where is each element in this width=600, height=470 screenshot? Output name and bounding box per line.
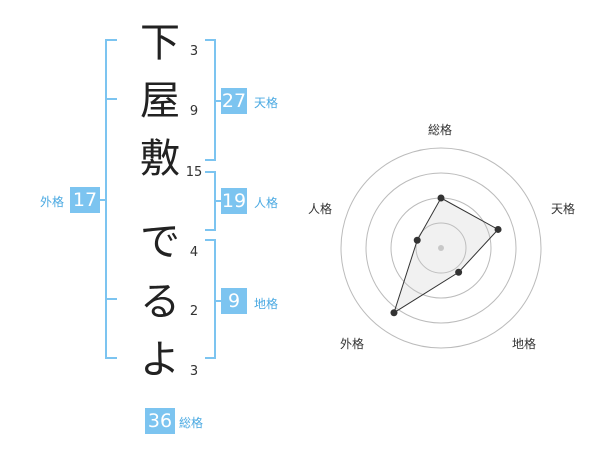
stroke-count-5: 2 [189,304,199,319]
radar-data-point [413,236,421,244]
jinkaku-label: 人格 [254,196,279,210]
gaikaku-label: 外格 [40,195,65,209]
radar-data-point [494,225,502,233]
name-char-3: 敷 [140,136,180,182]
stroke-count-3: 15 [185,165,203,180]
name-char-4: で [140,219,180,265]
radar-center-point [438,245,444,251]
radar-data-point [390,309,398,317]
name-char-2: 屋 [140,78,180,124]
radar-data-point [455,268,463,276]
radar-data-point [437,194,445,202]
name-char-1: 下 [140,20,180,66]
chikaku-label: 地格 [254,297,279,311]
radar-grid-ring [340,147,542,349]
jinkaku-value: 19 [221,188,247,214]
chikaku-bracket [205,239,216,359]
stroke-count-6: 3 [189,364,199,379]
stroke-count-2: 9 [189,104,199,119]
radar-axis-label-jinkaku: 人格 [308,202,333,216]
name-char-5: る [140,279,180,325]
name-char-6: よ [140,337,180,383]
tenkaku-value: 27 [221,88,247,114]
radar-axis-label-gaikaku: 外格 [340,337,365,351]
radar-axis-label-soukaku: 総格 [428,123,453,137]
radar-grid-ring [415,222,467,274]
radar-grid-ring [365,172,517,324]
radar-axis-label-chikaku: 地格 [512,337,537,351]
stroke-count-1: 3 [189,44,199,59]
gaikaku-value: 17 [70,187,100,213]
chikaku-value: 9 [221,288,247,314]
soukaku-value: 36 [145,408,175,434]
radar-data-polygon [393,197,499,314]
tenkaku-label: 天格 [254,96,279,110]
radar-axis-label-tenkaku: 天格 [551,202,576,216]
stroke-count-4: 4 [189,245,199,260]
soukaku-label: 総格 [179,416,204,430]
